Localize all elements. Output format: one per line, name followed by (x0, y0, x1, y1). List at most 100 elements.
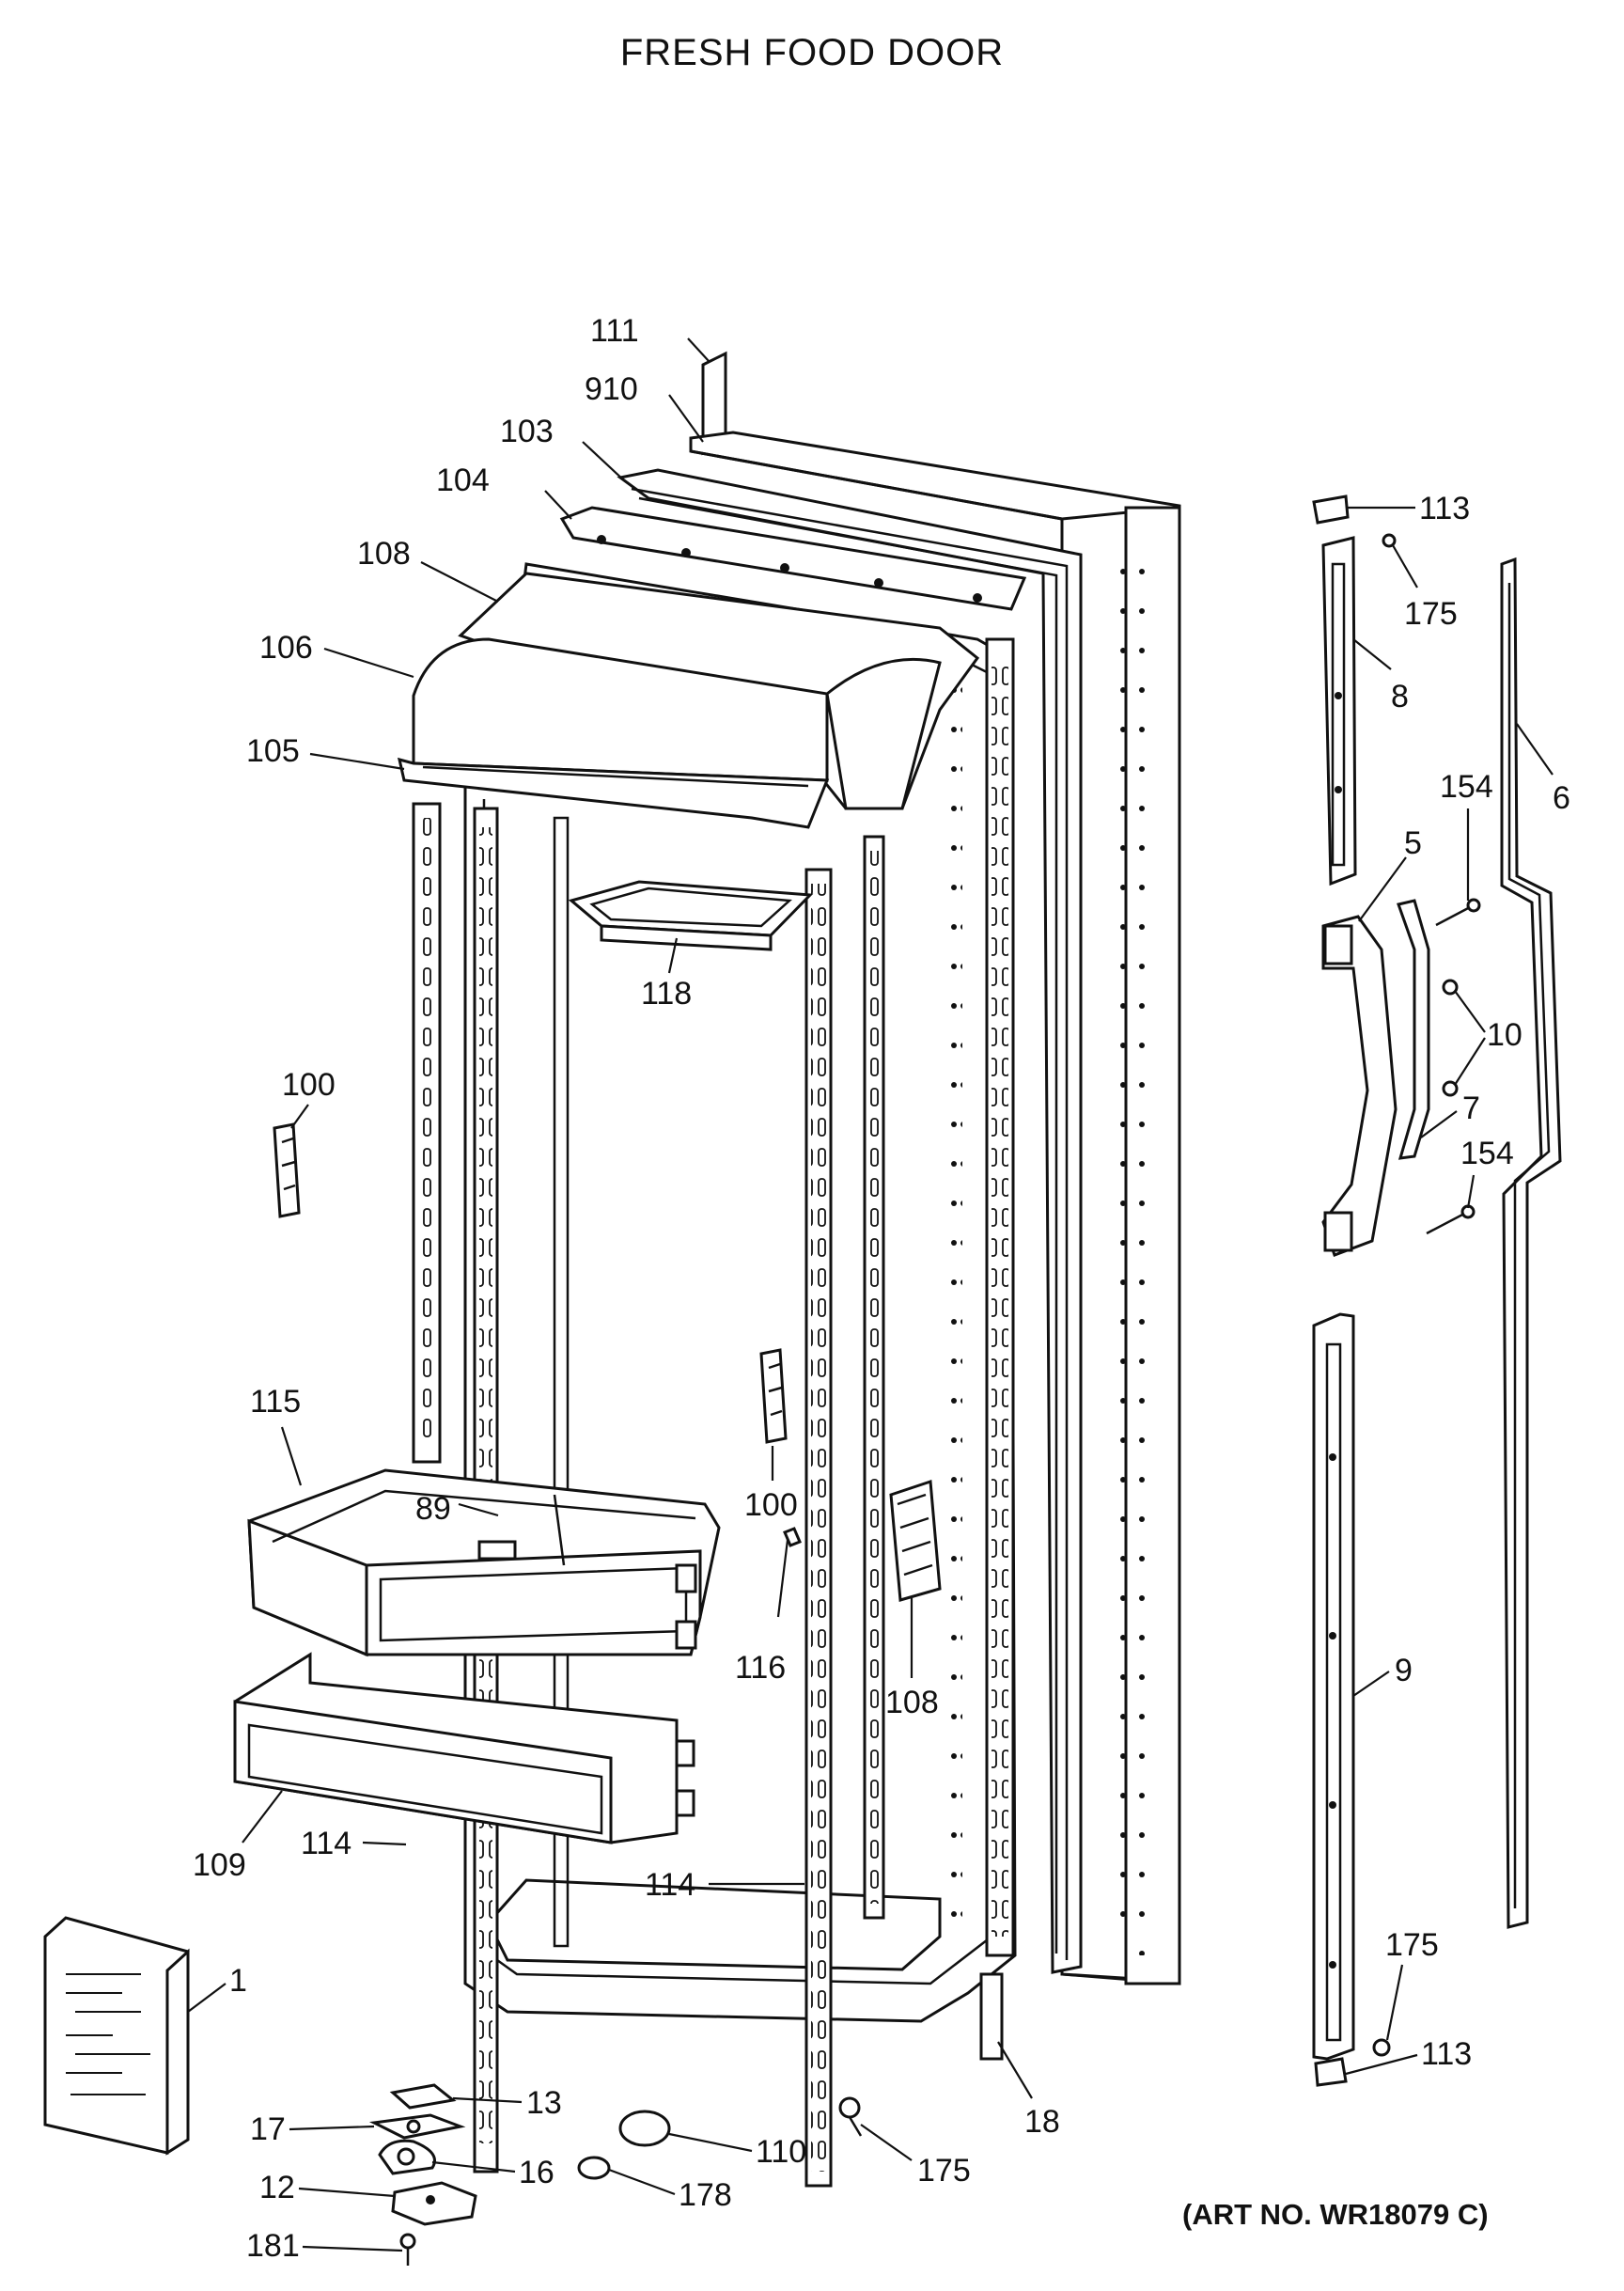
callout-104: 104 (436, 463, 490, 498)
callout-154-top: 154 (1440, 769, 1493, 805)
part-hinge-plate (391, 2181, 477, 2226)
leader-116 (776, 1539, 789, 1618)
diagram-title: FRESH FOOD DOOR (619, 32, 1005, 73)
leader-5 (1358, 856, 1407, 922)
callout-110: 110 (756, 2134, 806, 2170)
part-door-gasket (617, 468, 1083, 1974)
part-grommet (577, 2156, 611, 2180)
leader-6 (1516, 723, 1554, 776)
leader-910 (668, 394, 704, 443)
leader-lines (187, 337, 1554, 2252)
callout-115: 115 (250, 1384, 301, 1420)
leader-154b (1466, 1174, 1476, 1209)
leader-105 (309, 752, 405, 771)
leader-7 (1420, 1110, 1458, 1138)
leader-10a (1454, 990, 1486, 1033)
callout-175-top: 175 (1404, 596, 1458, 632)
part-owners-manual (43, 1916, 190, 2156)
art-number: (ART NO. WR18079 C) (1182, 2198, 1489, 2231)
callout-108-top: 108 (357, 536, 411, 572)
callout-10: 10 (1487, 1017, 1522, 1053)
callout-100-right: 100 (744, 1487, 798, 1523)
part-dairy-compartment (397, 572, 980, 829)
part-handle-trim-6 (1500, 557, 1562, 1929)
callout-109: 109 (193, 1847, 246, 1883)
leader-17 (289, 2125, 375, 2131)
leader-89 (458, 1502, 499, 1517)
callout-labels: 111 910 103 104 108 106 105 118 100 100 … (193, 313, 1570, 2264)
leader-118 (667, 937, 679, 974)
leader-175b (1392, 544, 1418, 588)
callout-18: 18 (1024, 2104, 1060, 2140)
callout-181: 181 (246, 2228, 300, 2264)
leader-109 (242, 1790, 283, 1844)
part-screw-154-bottom (1426, 1204, 1476, 1235)
part-handle-bracket-8 (1321, 536, 1357, 887)
leader-8 (1352, 638, 1392, 670)
callout-8: 8 (1391, 679, 1409, 714)
part-outer-door-panel (689, 431, 1181, 1985)
callout-106: 106 (259, 630, 313, 666)
leader-104 (544, 490, 572, 520)
part-handle-cap-top (1312, 494, 1350, 525)
leader-18 (997, 2041, 1033, 2099)
leader-106 (323, 647, 414, 679)
part-small-shelf (568, 880, 814, 951)
part-clip-right (759, 1348, 788, 1444)
leader-181 (302, 2245, 403, 2252)
callout-89: 89 (415, 1491, 451, 1527)
part-lower-door-bin (233, 1652, 695, 1844)
leader-111 (687, 337, 710, 362)
callout-103: 103 (500, 414, 554, 449)
callout-100-left: 100 (282, 1067, 336, 1103)
callout-114-right: 114 (645, 1867, 695, 1903)
leader-115 (280, 1426, 303, 1486)
callout-105: 105 (246, 733, 300, 769)
leader-13 (452, 2096, 523, 2104)
leader-114a (362, 1841, 407, 1846)
callout-113-bottom: 113 (1421, 2036, 1472, 2072)
callout-178: 178 (679, 2177, 732, 2213)
callout-175-bottom: 175 (917, 2153, 971, 2189)
callout-113-top: 113 (1419, 491, 1470, 526)
callout-5: 5 (1404, 825, 1422, 861)
callout-17: 17 (250, 2111, 286, 2147)
part-handle-insert-7 (1397, 899, 1430, 1160)
part-handle-cap-bottom (1314, 2057, 1348, 2087)
part-top-plate (559, 506, 1027, 611)
leader-1 (187, 1983, 226, 2013)
part-gasket-strip (979, 1972, 1004, 2061)
callout-175-lower: 175 (1385, 1927, 1439, 1963)
leader-108a (420, 561, 499, 603)
callout-111: 111 (590, 313, 639, 349)
callout-154-bottom: 154 (1460, 1136, 1514, 1171)
part-screws-10 (1442, 979, 1459, 1097)
leader-175a (860, 2124, 913, 2161)
callout-910: 910 (585, 371, 638, 407)
part-hinge-spacer (368, 2113, 466, 2140)
callout-116: 116 (735, 1650, 786, 1686)
leader-103 (582, 441, 626, 482)
callout-12: 12 (259, 2170, 295, 2205)
leader-178 (608, 2168, 676, 2196)
callout-16: 16 (519, 2155, 554, 2190)
leader-175c (1385, 1964, 1404, 2041)
leader-10b (1454, 1037, 1486, 1086)
callout-114-left: 114 (301, 1826, 351, 1861)
callout-7: 7 (1462, 1091, 1480, 1126)
leader-9 (1352, 1671, 1390, 1697)
callout-13: 13 (526, 2085, 562, 2121)
part-handle-bracket-9 (1312, 1312, 1355, 2061)
part-handle-5 (1321, 915, 1398, 1257)
leader-16 (431, 2160, 516, 2173)
callout-108-lower: 108 (885, 1685, 939, 1720)
part-hinge-bushing (378, 2139, 436, 2175)
part-door-bin (247, 1468, 721, 1657)
part-clip-left (273, 1122, 301, 1218)
callout-6: 6 (1553, 780, 1570, 816)
part-small-clip (783, 1527, 802, 1547)
leader-110 (668, 2132, 753, 2153)
leader-12 (298, 2187, 396, 2198)
